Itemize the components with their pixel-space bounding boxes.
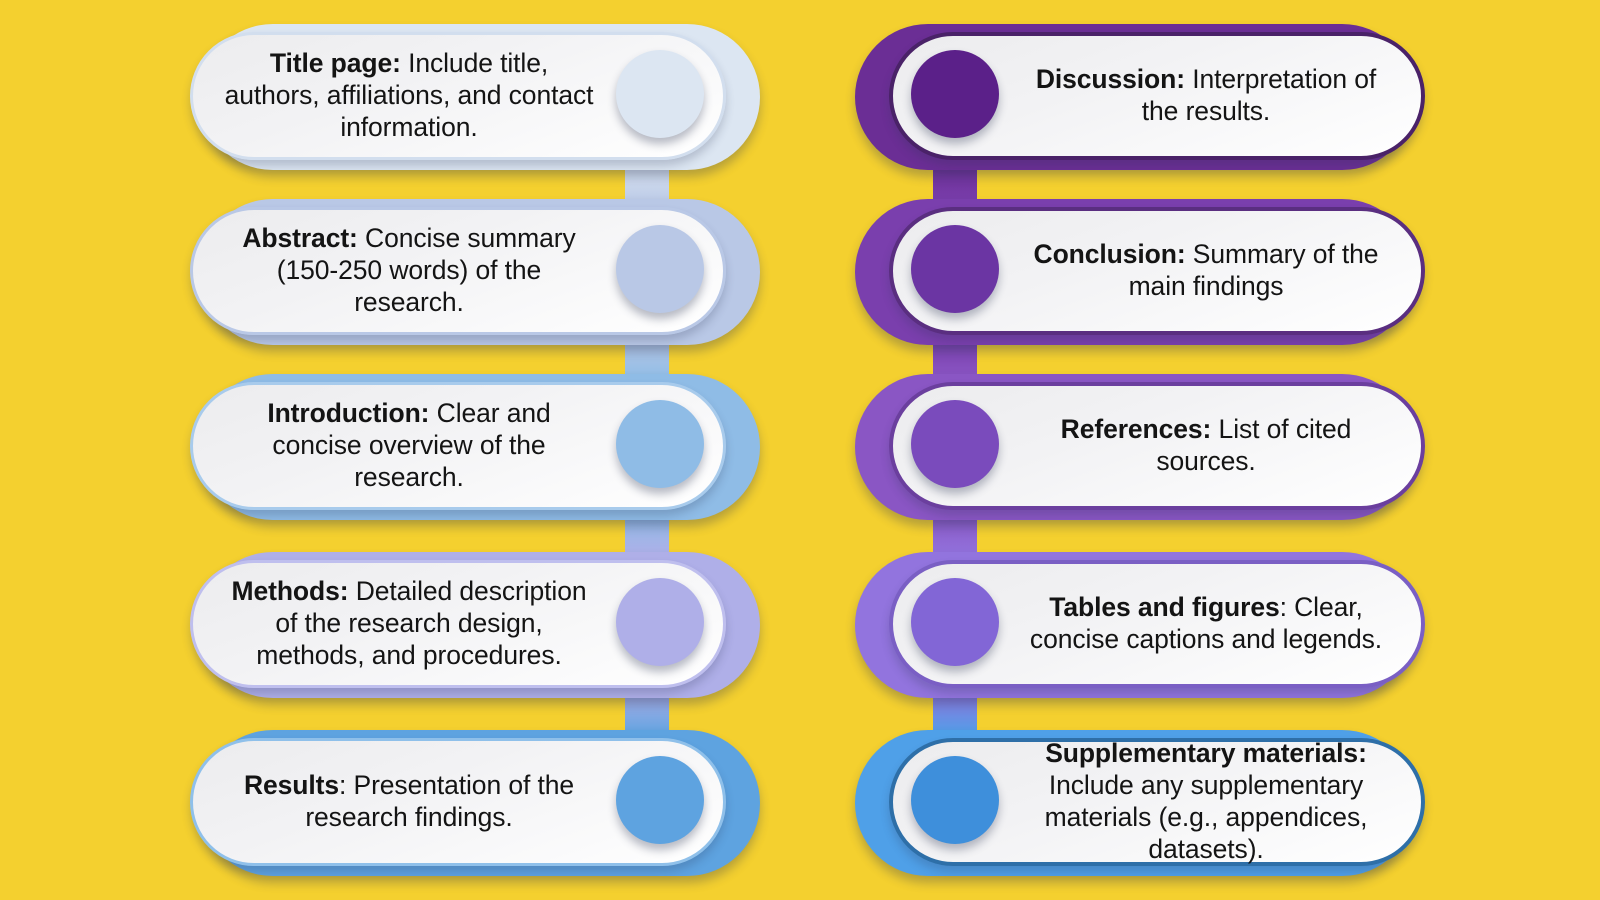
left-column: Title page: Include title, authors, affi… [190, 0, 760, 900]
step-body: Clear and concise overview of the resear… [272, 398, 551, 492]
step-body: Concise summary (150-250 words) of the r… [276, 223, 576, 317]
step-label: Conclusion: [1033, 239, 1186, 270]
flow-step-title-page[interactable]: Title page: Include title, authors, affi… [190, 18, 760, 170]
step-knob-icon [616, 578, 704, 666]
step-text: Methods: Detailed description of the res… [221, 576, 597, 671]
step-body: List of cited sources. [1156, 414, 1352, 476]
flow-step-tables-and-figures[interactable]: Tables and figures: Clear, concise capti… [855, 546, 1425, 698]
right-column: Discussion: Interpretation of the result… [855, 0, 1425, 900]
step-pill[interactable]: Methods: Detailed description of the res… [190, 560, 726, 688]
flow-step-discussion[interactable]: Discussion: Interpretation of the result… [855, 18, 1425, 170]
step-text: Conclusion: Summary of the main findings [1019, 239, 1393, 303]
flow-step-supplementary-materials[interactable]: Supplementary materials: Include any sup… [855, 724, 1425, 876]
step-body: Interpretation of the results. [1141, 64, 1377, 126]
step-label: Tables and figures [1049, 592, 1280, 623]
step-knob-icon [616, 400, 704, 488]
step-knob-icon [616, 50, 704, 138]
flow-step-conclusion[interactable]: Conclusion: Summary of the main findings [855, 193, 1425, 345]
step-body: Summary of the main findings [1128, 239, 1379, 301]
step-knob-icon [911, 578, 999, 666]
step-label: Methods: [231, 576, 349, 607]
step-body: : Clear, concise captions and legends. [1029, 592, 1383, 654]
step-label: Introduction: [267, 398, 430, 429]
step-label: Supplementary materials: [1045, 738, 1367, 769]
step-label: Abstract: [242, 223, 358, 254]
step-label: Title page: [269, 48, 401, 79]
step-text: Supplementary materials: Include any sup… [1019, 738, 1393, 865]
step-label: References: [1060, 414, 1212, 445]
step-text: Abstract: Concise summary (150-250 words… [221, 223, 597, 318]
step-knob-icon [911, 225, 999, 313]
step-knob-icon [911, 50, 999, 138]
step-text: Introduction: Clear and concise overview… [221, 398, 597, 493]
step-text: Results: Presentation of the research fi… [221, 770, 597, 834]
step-knob-icon [616, 225, 704, 313]
flow-step-references[interactable]: References: List of cited sources. [855, 368, 1425, 520]
step-body: : Presentation of the research findings. [305, 770, 575, 832]
step-knob-icon [911, 756, 999, 844]
step-text: References: List of cited sources. [1019, 414, 1393, 478]
step-knob-icon [911, 400, 999, 488]
step-body: Detailed description of the research des… [256, 576, 587, 670]
step-body: Include any supplementary materials (e.g… [1044, 770, 1368, 864]
step-label: Results [243, 770, 339, 801]
flow-step-results[interactable]: Results: Presentation of the research fi… [190, 724, 760, 876]
step-knob-icon [616, 756, 704, 844]
flow-step-introduction[interactable]: Introduction: Clear and concise overview… [190, 368, 760, 520]
step-body: Include title, authors, affiliations, an… [224, 48, 594, 142]
step-text: Discussion: Interpretation of the result… [1019, 64, 1393, 128]
flow-step-methods[interactable]: Methods: Detailed description of the res… [190, 546, 760, 698]
flow-step-abstract[interactable]: Abstract: Concise summary (150-250 words… [190, 193, 760, 345]
step-text: Tables and figures: Clear, concise capti… [1019, 592, 1393, 656]
step-text: Title page: Include title, authors, affi… [221, 48, 597, 143]
step-label: Discussion: [1035, 64, 1185, 95]
